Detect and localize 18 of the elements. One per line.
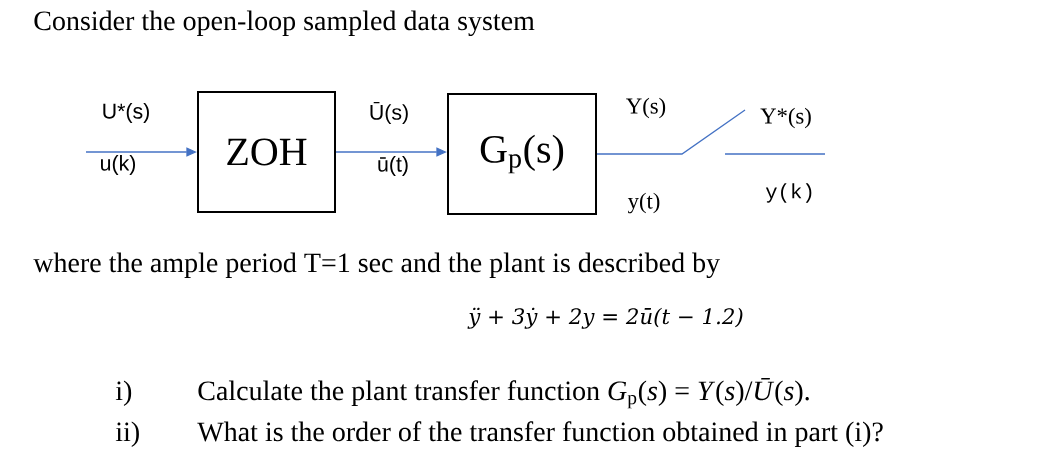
equation: ÿ + 3ẏ + 2y = 2ū(t − 1.2) <box>467 307 743 329</box>
signal-label: ū(t) <box>378 156 408 176</box>
problem-text: where the ample period T=1 sec and the plant is described by <box>33 252 720 279</box>
item-number: ii) <box>115 421 139 447</box>
block-box: ZOH <box>197 91 336 213</box>
signal-label: u(k) <box>101 155 136 175</box>
sampler-switch-line <box>596 109 826 155</box>
signal-label: Y*(s) <box>760 107 811 129</box>
question-text: What is the order of the transfer function obtained in part (i)? <box>197 421 883 447</box>
question-text: Calculate the plant transfer function G$_{p}$(s) = Y(s)/Ū(s). <box>198 378 809 409</box>
signal-label: y(k) <box>765 183 812 203</box>
problem-text: Consider the open-loop sampled data system <box>34 10 535 37</box>
item-number: i) <box>115 380 132 406</box>
signal-label: Y(s) <box>626 97 666 119</box>
signal-label: U*(s) <box>103 103 149 123</box>
signal-label: y(t) <box>627 192 660 214</box>
signal-label: Ū(s) <box>370 102 408 124</box>
block-box: G$_{p}$(s) <box>447 93 597 215</box>
